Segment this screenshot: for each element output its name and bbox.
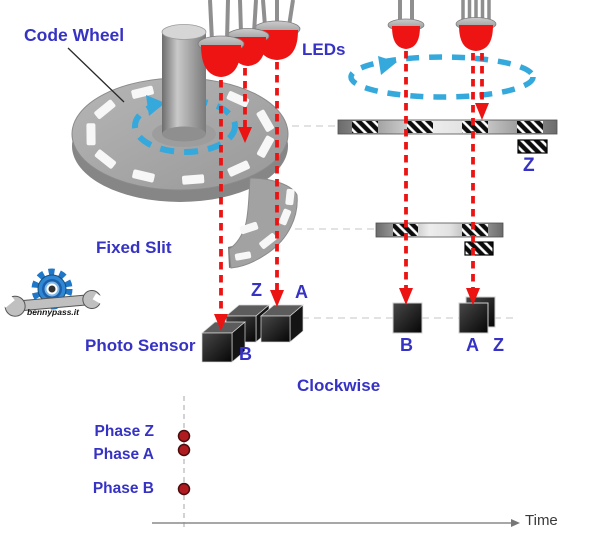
phase-z-dot bbox=[177, 429, 191, 443]
phase-b-label: Phase B bbox=[92, 480, 154, 497]
code-wheel-leader-line bbox=[67, 47, 125, 103]
rotation-arrow-wheel bbox=[132, 95, 238, 155]
beam-arrowheads bbox=[214, 103, 489, 331]
led-dome bbox=[459, 25, 493, 51]
z-track-label: Z bbox=[523, 155, 535, 176]
right-sensor-a-label: A bbox=[466, 335, 479, 355]
z-index-track bbox=[517, 139, 548, 154]
bennypass-logo: bennypass.it bbox=[0, 268, 107, 317]
timing-plot bbox=[152, 396, 520, 529]
photo-sensor-cubes bbox=[201, 304, 304, 363]
phase-a-label: Phase A bbox=[93, 446, 154, 463]
phase-z-label: Phase Z bbox=[94, 423, 154, 440]
wheel-slot bbox=[226, 91, 250, 107]
left-sensor-b-label: B bbox=[239, 344, 252, 364]
code-wheel-label: Code Wheel bbox=[24, 25, 125, 45]
right-sensor-z-label: Z bbox=[493, 335, 504, 355]
wheel-slot bbox=[94, 149, 117, 169]
sensor-square-b bbox=[392, 302, 423, 334]
wrench-icon bbox=[0, 290, 107, 317]
fixed-slit-label: Fixed Slit bbox=[96, 238, 172, 257]
z-slit bbox=[464, 241, 494, 256]
sensor-cube-b bbox=[201, 321, 246, 363]
fixed-slit-slots bbox=[234, 188, 295, 261]
left-sensor-z-label: Z bbox=[251, 280, 262, 300]
led-cluster-left bbox=[197, 0, 301, 77]
left-sensor-a-label: A bbox=[295, 282, 308, 302]
wheel-slot bbox=[94, 99, 116, 119]
wheel-slot bbox=[227, 160, 250, 177]
code-track-bar bbox=[337, 119, 558, 135]
right-sensor-b-label: B bbox=[400, 335, 413, 355]
led-b-right bbox=[387, 0, 425, 49]
wheel-slot bbox=[181, 174, 205, 185]
led-az-right bbox=[455, 0, 497, 51]
phase-dots bbox=[177, 429, 191, 496]
photo-sensor-squares bbox=[392, 296, 496, 334]
photo-sensor-label: Photo Sensor bbox=[85, 336, 196, 355]
led-dome bbox=[392, 26, 420, 49]
phase-a-dot bbox=[177, 443, 191, 457]
clockwise-label: Clockwise bbox=[297, 376, 381, 395]
leds-label: LEDs bbox=[302, 40, 346, 59]
rotation-arrow-track bbox=[348, 54, 536, 100]
time-axis-arrow bbox=[511, 519, 520, 527]
wheel-slot bbox=[256, 109, 274, 132]
time-label: Time bbox=[525, 512, 558, 529]
sensor-square-a bbox=[458, 302, 489, 334]
logo-text: bennypass.it bbox=[27, 307, 80, 317]
wheel-slot bbox=[132, 169, 155, 183]
shaft bbox=[161, 24, 207, 142]
led-dome bbox=[201, 45, 241, 77]
light-beams bbox=[219, 51, 484, 314]
wheel-slot bbox=[86, 123, 96, 146]
phase-b-dot bbox=[177, 482, 191, 496]
wheel-slot bbox=[131, 85, 154, 99]
fixed-slit-sector bbox=[228, 177, 298, 269]
sensor-cube-a bbox=[260, 304, 304, 343]
fixed-slit-bar bbox=[375, 222, 504, 238]
wheel-slot bbox=[256, 135, 275, 158]
